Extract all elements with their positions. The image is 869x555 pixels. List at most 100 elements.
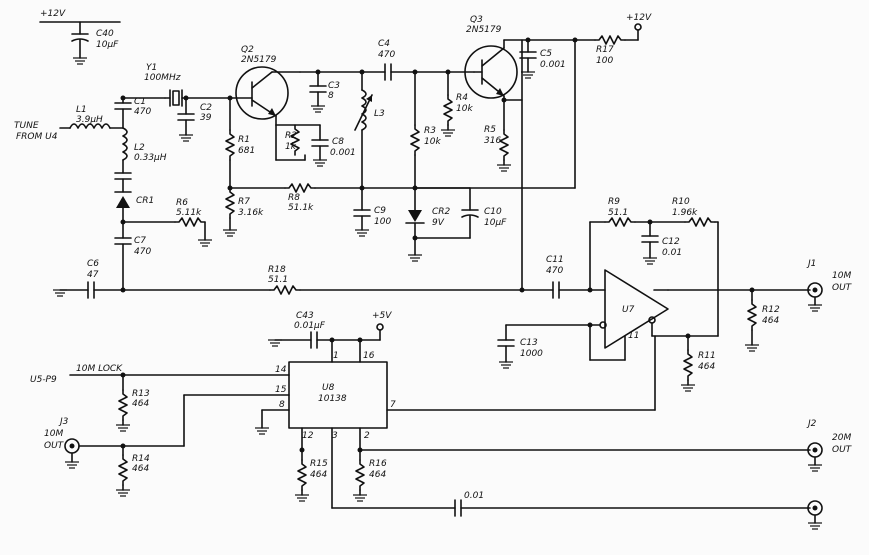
from-u4-label: FROM U4 bbox=[16, 132, 58, 142]
r6-label: R6 bbox=[176, 198, 188, 208]
resistor-symbol bbox=[499, 129, 509, 161]
ground-symbol bbox=[267, 339, 283, 347]
r16-label: R16 bbox=[369, 459, 387, 469]
q3-type: 2N5179 bbox=[466, 25, 502, 35]
r7-label: R7 bbox=[238, 197, 250, 207]
c43-label: C43 bbox=[296, 311, 314, 321]
r11-label: R11 bbox=[698, 351, 716, 361]
r1-value: 681 bbox=[238, 146, 255, 156]
r9-value: 51.1 bbox=[608, 208, 628, 218]
r17-label: R17 bbox=[596, 45, 614, 55]
c9-label: C9 bbox=[374, 206, 386, 216]
u8-pin12: 12 bbox=[302, 431, 314, 441]
ground-symbol bbox=[294, 494, 310, 502]
r12-value: 464 bbox=[762, 316, 779, 326]
r15-value: 464 bbox=[310, 470, 327, 480]
c11-value: 470 bbox=[546, 266, 563, 276]
ground-symbol bbox=[310, 105, 326, 113]
resistor-symbol bbox=[284, 183, 316, 193]
r18-label: R18 bbox=[268, 265, 286, 275]
ground-symbol bbox=[807, 464, 823, 472]
c11-label: C11 bbox=[546, 255, 564, 265]
q3-stage bbox=[384, 23, 642, 291]
c40-decoupling bbox=[39, 21, 121, 65]
ground-symbol bbox=[744, 344, 760, 352]
resistor-symbol bbox=[443, 94, 453, 126]
c1-label: C1 bbox=[134, 97, 146, 107]
u8-pin15: 15 bbox=[275, 385, 287, 395]
r2-label: R2 bbox=[285, 131, 297, 141]
j2-out-1: 20M bbox=[832, 433, 851, 443]
r13-value: 464 bbox=[132, 399, 149, 409]
c6-value: 47 bbox=[87, 270, 99, 280]
l3-label: L3 bbox=[374, 109, 385, 119]
c43-value: 0.01µF bbox=[294, 321, 326, 331]
resistor-symbol bbox=[269, 285, 301, 295]
resistor-symbol bbox=[118, 454, 128, 486]
resistor-symbol bbox=[355, 459, 365, 491]
ground-symbol bbox=[496, 164, 512, 172]
u8-type: 10138 bbox=[318, 394, 347, 404]
j1-out-1: 10M bbox=[832, 271, 851, 281]
cr2-label: CR2 bbox=[432, 207, 451, 217]
l2-value: 0.33µH bbox=[134, 153, 167, 163]
ground-symbol bbox=[680, 384, 696, 392]
r13-label: R13 bbox=[132, 389, 150, 399]
r12-label: R12 bbox=[762, 305, 780, 315]
ground-symbol bbox=[807, 522, 823, 530]
v12-top-right-label: +12V bbox=[626, 13, 652, 23]
j1-label: J1 bbox=[806, 259, 816, 269]
r9-label: R9 bbox=[608, 197, 620, 207]
ground-symbol bbox=[498, 361, 514, 369]
c2-value: 39 bbox=[200, 113, 212, 123]
r2-value: 1k bbox=[285, 142, 297, 152]
j3-out-2: OUT bbox=[44, 441, 65, 451]
resistor-symbol bbox=[174, 217, 206, 227]
resistor-symbol bbox=[225, 129, 235, 161]
resistor-symbol bbox=[410, 124, 420, 156]
ground-symbol bbox=[197, 239, 213, 247]
r16-value: 464 bbox=[369, 470, 386, 480]
c7-label: C7 bbox=[134, 236, 146, 246]
r3-value: 10k bbox=[424, 137, 441, 147]
r11-value: 464 bbox=[698, 362, 715, 372]
u8-pin3: 3 bbox=[332, 431, 338, 441]
r15-label: R15 bbox=[310, 459, 328, 469]
ground-symbol bbox=[64, 461, 80, 469]
resistor-symbol bbox=[118, 389, 128, 421]
ground-symbol bbox=[354, 229, 370, 237]
c10-label: C10 bbox=[484, 207, 502, 217]
ground-symbol bbox=[178, 134, 194, 142]
r4-label: R4 bbox=[456, 93, 468, 103]
ground-symbol bbox=[520, 71, 536, 79]
j3-out-1: 10M bbox=[44, 429, 63, 439]
r10-label: R10 bbox=[672, 197, 690, 207]
cr2-value: 9V bbox=[432, 218, 445, 228]
u7-label: U7 bbox=[622, 305, 635, 315]
r1-label: R1 bbox=[238, 135, 250, 145]
r5-value: 316 bbox=[484, 136, 501, 146]
v5-label: +5V bbox=[372, 311, 392, 321]
c12-value: 0.01 bbox=[662, 248, 682, 258]
ground-symbol bbox=[115, 424, 131, 432]
tune-label: TUNE bbox=[14, 121, 39, 131]
c10-value: 10µF bbox=[484, 218, 507, 228]
c13-value: 1000 bbox=[520, 349, 543, 359]
r18-value: 51.1 bbox=[268, 275, 288, 285]
c5-value: 0.001 bbox=[540, 60, 566, 70]
cr1-label: CR1 bbox=[136, 196, 154, 206]
input-tank bbox=[52, 95, 213, 299]
l1-value: 3.9µH bbox=[76, 115, 103, 125]
resistor-symbol bbox=[594, 35, 626, 45]
u7-pin11: 11 bbox=[628, 331, 639, 341]
c6-label: C6 bbox=[87, 259, 99, 269]
c40-label: C40 bbox=[96, 29, 114, 39]
ground-symbol bbox=[807, 304, 823, 312]
u8-pin8: 8 bbox=[279, 400, 285, 410]
ground-symbol bbox=[440, 129, 456, 137]
r14-value: 464 bbox=[132, 464, 149, 474]
j2-label: J2 bbox=[806, 419, 817, 429]
r17-value: 100 bbox=[596, 56, 613, 66]
r10-value: 1.96k bbox=[672, 208, 698, 218]
